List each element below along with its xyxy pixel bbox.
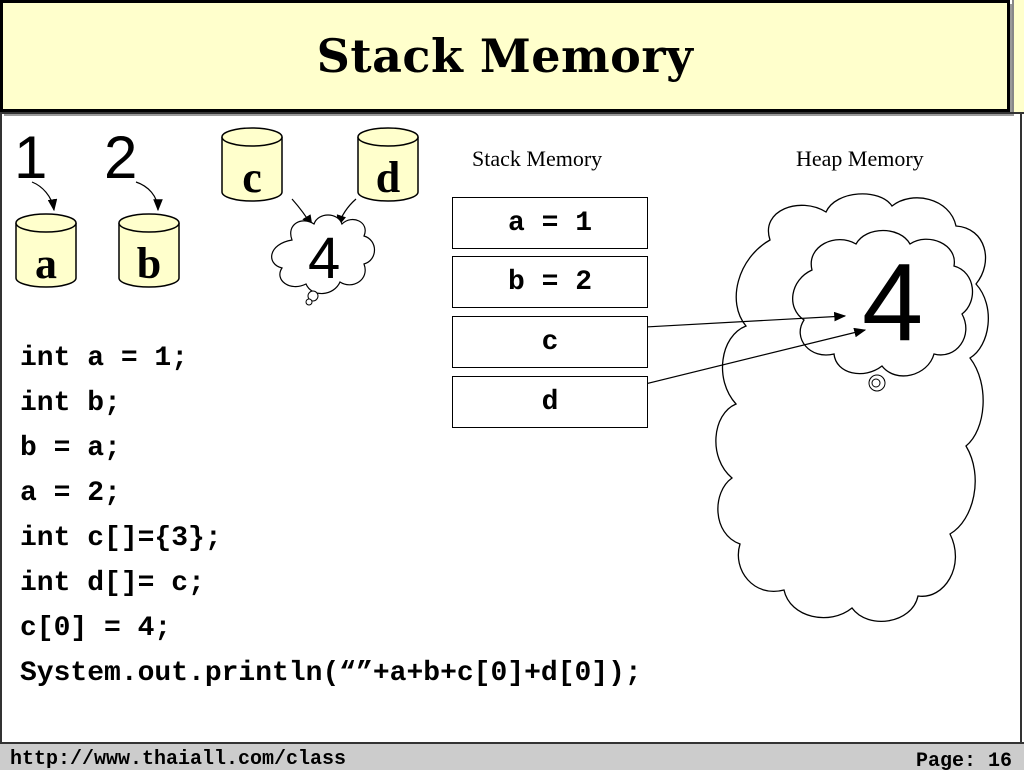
cylinder-c-icon <box>221 127 283 202</box>
title-bar: Stack Memory <box>0 0 1010 112</box>
title-bar-edge <box>1012 0 1024 112</box>
arrow-1-to-a <box>31 181 58 212</box>
arrow-2-to-b <box>135 181 163 212</box>
heap-cloud-icon <box>715 193 989 622</box>
content-frame-top <box>0 112 1024 114</box>
content-frame-right <box>1020 112 1022 742</box>
code-line: b = a; <box>20 433 121 464</box>
heap-value: 4 <box>862 241 924 364</box>
footer-page-number: Page: 16 <box>915 750 1012 773</box>
stack-cell-b: b = 2 <box>452 256 648 308</box>
code-line: int a = 1; <box>20 343 189 374</box>
content-frame-left <box>0 112 2 742</box>
code-line: c[0] = 4; <box>20 613 172 644</box>
number-1: 1 <box>14 124 48 191</box>
cylinder-label-d: d <box>375 153 401 202</box>
small-cloud-icon <box>271 214 376 306</box>
code-listing: int a = 1; int b; b = a; a = 2; int c[]=… <box>20 336 642 696</box>
slide-title: Stack Memory <box>316 29 694 83</box>
cylinder-d-icon <box>357 127 419 202</box>
footer-url: http://www.thaiall.com/class <box>10 748 347 771</box>
cylinder-b-icon <box>118 213 180 288</box>
stack-cell-c: c <box>452 316 648 368</box>
small-cloud-value: 4 <box>308 226 341 291</box>
code-line: int d[]= c; <box>20 568 205 599</box>
stack-cell-d: d <box>452 376 648 428</box>
code-line: a = 2; <box>20 478 121 509</box>
code-line: int b; <box>20 388 121 419</box>
cylinder-a-icon <box>15 213 77 288</box>
cylinder-label-b: b <box>136 239 162 288</box>
memory-diagram <box>15 127 989 622</box>
cylinder-label-c: c <box>242 153 262 202</box>
number-2: 2 <box>104 124 138 191</box>
footer-bar <box>0 742 1024 770</box>
cylinder-label-a: a <box>35 239 57 288</box>
code-line: System.out.println(“”+a+b+c[0]+d[0]); <box>20 658 642 689</box>
code-line: int c[]={3}; <box>20 523 222 554</box>
heap-memory-label: Heap Memory <box>796 146 924 171</box>
stack-cell-a: a = 1 <box>452 197 648 249</box>
stack-memory-label: Stack Memory <box>472 146 603 171</box>
